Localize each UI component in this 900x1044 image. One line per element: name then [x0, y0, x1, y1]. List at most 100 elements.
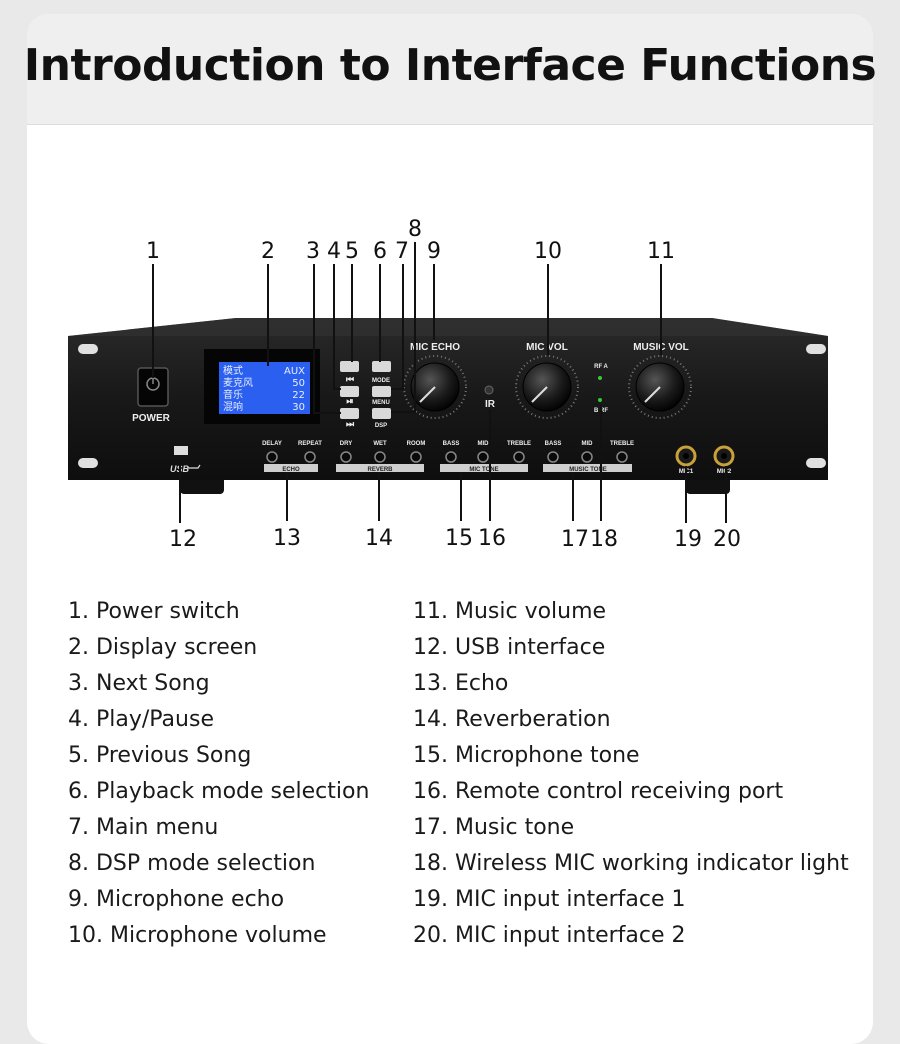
display-line-left: 音乐: [223, 388, 243, 401]
legend-item: 17. Music tone: [413, 815, 575, 840]
next-icon: ⏭: [346, 419, 355, 429]
small-knob[interactable]: [513, 451, 525, 463]
legend-item: 19. MIC input interface 1: [413, 887, 686, 912]
legend-item: 9. Microphone echo: [68, 887, 285, 912]
legend-item: 15. Microphone tone: [413, 743, 640, 768]
small-knob-label: BASS: [443, 441, 460, 447]
page-title: Introduction to Interface Functions: [23, 40, 877, 91]
small-knob-label: WET: [373, 441, 387, 447]
display-text: 模式 AUX 麦克风 50 音乐 22 混响 30: [223, 364, 305, 413]
legend-item: 11. Music volume: [413, 599, 607, 624]
usb-port[interactable]: [174, 446, 188, 455]
foot-left: [180, 476, 224, 494]
legend-item: 13. Echo: [413, 671, 509, 696]
small-knob-label: REPEAT: [298, 441, 322, 447]
callout-3: 3: [306, 239, 320, 264]
display-line-right: 50: [292, 378, 305, 389]
mic2-label: MIC2: [717, 469, 732, 475]
play-pause-button[interactable]: [340, 386, 359, 397]
power-label: POWER: [132, 413, 171, 424]
legend-list-left: 1. Power switch 2. Display screen 3. Nex…: [68, 594, 369, 954]
rf-a-indicator: [598, 376, 602, 380]
mic-echo-label: MIC ECHO: [410, 342, 460, 353]
mic-echo-scale: [403, 355, 467, 419]
legend-item: 20. MIC input interface 2: [413, 923, 686, 948]
legend-item: 2. Display screen: [68, 635, 258, 660]
legend-item: 6. Playback mode selection: [68, 779, 370, 804]
small-knob-label: TREBLE: [610, 441, 634, 447]
callout-9: 9: [427, 239, 441, 264]
legend-list-right: 11. Music volume 12. USB interface 13. E…: [413, 594, 849, 954]
small-knob[interactable]: [616, 451, 628, 463]
legend-item: 7. Main menu: [68, 815, 219, 840]
callout-6: 6: [373, 239, 387, 264]
legend-item: 5. Previous Song: [68, 743, 252, 768]
content-card: [27, 14, 873, 1044]
dsp-button[interactable]: [372, 408, 391, 419]
small-knob-label: MID: [478, 441, 490, 447]
music-vol-scale: [628, 355, 692, 419]
dsp-label: DSP: [375, 423, 387, 429]
small-knob[interactable]: [581, 451, 593, 463]
group-mic-tone-label: MIC TONE: [469, 467, 498, 473]
small-knob[interactable]: [374, 451, 386, 463]
small-knob-label: DRY: [340, 441, 352, 447]
legend-item: 8. DSP mode selection: [68, 851, 316, 876]
mode-label: MODE: [372, 378, 390, 384]
small-knob[interactable]: [547, 451, 559, 463]
group-music-tone-label: MUSIC TONE: [569, 467, 607, 473]
callout-7: 7: [395, 239, 409, 264]
legend-item: 4. Play/Pause: [68, 707, 214, 732]
small-knob[interactable]: [410, 451, 422, 463]
callout-20: 20: [713, 527, 741, 552]
rack-hole: [806, 344, 826, 354]
callout-14: 14: [365, 526, 393, 551]
next-song-button[interactable]: [340, 408, 359, 419]
small-knob-label: TREBLE: [507, 441, 531, 447]
small-knob-label: ROOM: [407, 441, 426, 447]
play-pause-icon: ⏯: [346, 396, 353, 406]
callout-13: 13: [273, 526, 301, 551]
mic-vol-scale: [515, 355, 579, 419]
ir-receiver: [484, 385, 494, 395]
small-knob[interactable]: [266, 451, 278, 463]
callout-5: 5: [345, 239, 359, 264]
callout-12: 12: [169, 527, 197, 552]
usb-icon: [188, 464, 201, 469]
rf-b-indicator: [598, 398, 602, 402]
previous-song-button[interactable]: [340, 361, 359, 372]
display-line-right: 22: [292, 390, 305, 401]
callout-2: 2: [261, 239, 275, 264]
callout-8: 8: [408, 217, 422, 242]
callout-10: 10: [534, 239, 562, 264]
leader-lines: [152, 242, 727, 523]
mode-button[interactable]: [372, 361, 391, 372]
display-line-left: 模式: [223, 364, 243, 377]
small-knob-label: MID: [582, 441, 594, 447]
small-knob[interactable]: [477, 451, 489, 463]
rack-hole: [806, 458, 826, 468]
display-line-right: 30: [292, 402, 305, 413]
small-knob[interactable]: [340, 451, 352, 463]
callout-19: 19: [674, 527, 702, 552]
group-bar-mic-tone: [440, 464, 528, 472]
display-screen: [219, 362, 310, 414]
display-line-right: AUX: [284, 366, 305, 377]
callout-11: 11: [647, 239, 675, 264]
legend-item: 12. USB interface: [413, 635, 606, 660]
legend-item: 10. Microphone volume: [68, 923, 327, 948]
group-bar-echo: [264, 464, 318, 472]
small-knob[interactable]: [304, 451, 316, 463]
menu-button[interactable]: [372, 386, 391, 397]
display-line-left: 麦克风: [223, 377, 253, 389]
group-reverb-label: REVERB: [367, 467, 393, 473]
foot-right: [686, 476, 730, 494]
callout-17: 17: [561, 527, 589, 552]
callout-16: 16: [478, 526, 506, 551]
title-bar: [27, 14, 873, 125]
legend-item: 14. Reverberation: [413, 707, 611, 732]
group-bar-reverb: [336, 464, 424, 472]
small-knob[interactable]: [445, 451, 457, 463]
previous-icon: ⏮: [346, 374, 354, 384]
